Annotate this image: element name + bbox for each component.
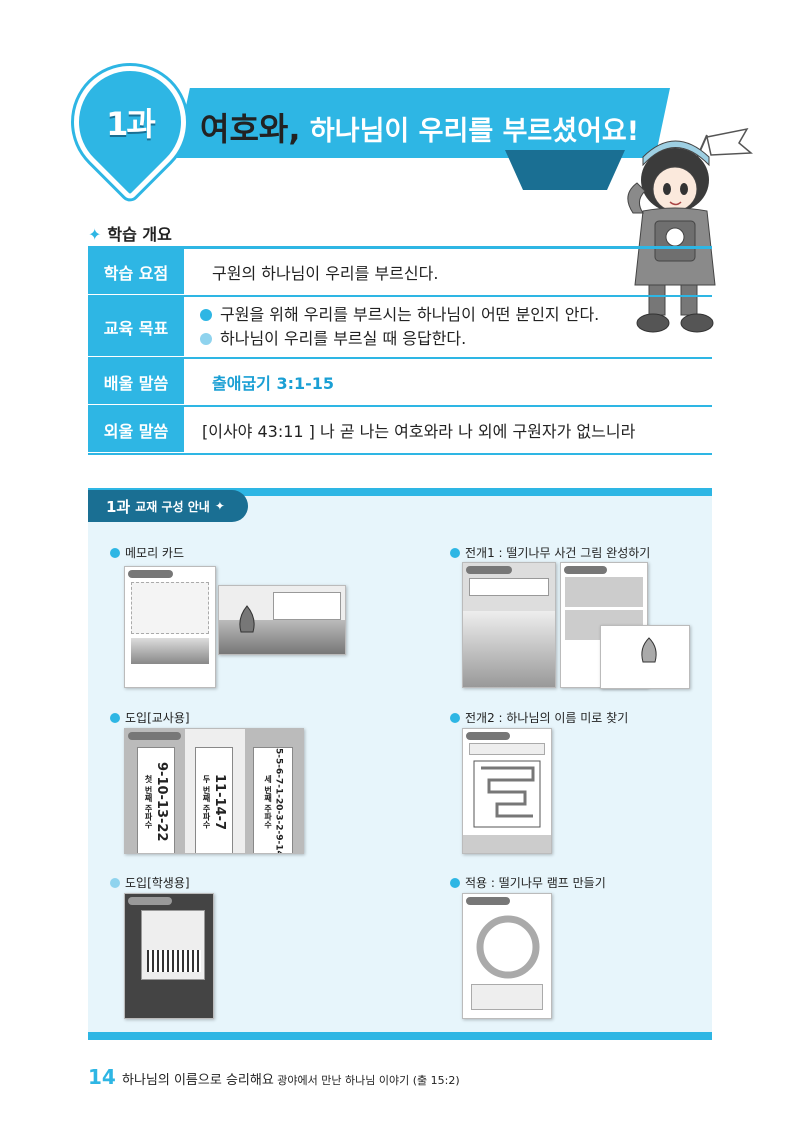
- overview-row: 배울 말씀 출애굽기 3:1-15: [88, 359, 712, 407]
- lesson-title-emphasis: 여호와,: [200, 110, 301, 148]
- bullet-icon: [110, 548, 120, 558]
- strip-caption: 두 번째 주파수: [202, 775, 211, 829]
- materials-tab-sub: 교재 구성 안내: [135, 499, 210, 514]
- overview-table: 학습 요점 구원의 하나님이 우리를 부르신다. 교육 목표 구원을 위해 우리…: [88, 246, 712, 455]
- bullet-icon: [110, 713, 120, 723]
- strip-caption: 세 번째 주파수: [263, 775, 273, 829]
- material-label: 도입[학생용]: [110, 874, 190, 891]
- frequency-strip: 첫 번째 주파수 9-10-13-22: [137, 747, 175, 853]
- row-label: 교육 목표: [88, 297, 184, 357]
- memory-card-thumbnail: [124, 566, 216, 688]
- overview-row: 교육 목표 구원을 위해 우리를 부르시는 하나님이 어떤 분인지 안다. 하나…: [88, 297, 712, 359]
- row-value: [이사야 43:11 ] 나 곧 나는 여호와라 나 외에 구원자가 없느니라: [202, 422, 636, 441]
- title-banner-ribbon: [505, 150, 625, 190]
- material-label-text: 적용 : 떨기나무 램프 만들기: [465, 876, 606, 890]
- overview-row: 학습 요점 구원의 하나님이 우리를 부르신다.: [88, 249, 712, 297]
- frequency-strip: 두 번째 주파수 11-14-7: [195, 747, 233, 853]
- bullet-item: 구원을 위해 우리를 부르시는 하나님이 어떤 분인지 안다.: [200, 303, 712, 327]
- material-label-text: 도입[학생용]: [125, 876, 190, 890]
- bullet-icon: [450, 878, 460, 888]
- maze-sheet-thumbnail: [462, 728, 552, 854]
- material-label-text: 전개2 : 하나님의 이름 미로 찾기: [465, 711, 629, 725]
- lesson-number: 1과: [106, 105, 154, 143]
- bullet-icon: [200, 309, 212, 321]
- bullet-icon: [200, 333, 212, 345]
- material-label: 적용 : 떨기나무 램프 만들기: [450, 874, 606, 891]
- material-label-text: 전개1 : 떨기나무 사건 그림 완성하기: [465, 546, 651, 560]
- row-label: 배울 말씀: [88, 359, 184, 405]
- lamp-craft-thumbnail: [462, 893, 552, 1019]
- row-label: 학습 요점: [88, 249, 184, 295]
- lesson-number-badge: 1과: [50, 42, 210, 202]
- maze-icon: [473, 760, 541, 828]
- book-title: 하나님의 이름으로 승리해요: [122, 1073, 274, 1088]
- materials-tab: 1과 교재 구성 안내 ✦: [88, 490, 248, 522]
- footer-book-title: 하나님의 이름으로 승리해요 광야에서 만난 하나님 이야기 (출 15:2): [122, 1069, 460, 1088]
- row-label: 외울 말씀: [88, 407, 184, 453]
- bullet-icon: [110, 878, 120, 888]
- material-label-text: 도입[교사용]: [125, 711, 190, 725]
- frequency-strip: 세 번째 주파수 5-5-6-7-1-20-3-2-9-14: [253, 747, 293, 854]
- bullet-icon: [450, 548, 460, 558]
- strip-caption: 첫 번째 주파수: [144, 775, 153, 829]
- bullet-text: 구원을 위해 우리를 부르시는 하나님이 어떤 분인지 안다.: [220, 305, 600, 324]
- row-value: 출애굽기 3:1-15: [212, 374, 335, 393]
- burning-bush-icon: [239, 605, 255, 633]
- materials-tab-main: 1과: [106, 497, 131, 516]
- memory-card-thumbnail: [218, 585, 346, 655]
- bullet-text: 하나님이 우리를 부르실 때 응답한다.: [220, 329, 467, 348]
- material-label: 전개2 : 하나님의 이름 미로 찾기: [450, 709, 628, 726]
- lesson-title: 여호와, 하나님이 우리를 부르셨어요!: [200, 104, 639, 150]
- bullet-icon: [450, 713, 460, 723]
- lamp-ring-icon: [476, 915, 540, 979]
- strip-code: 11-14-7: [212, 773, 227, 831]
- intro-student-thumbnail: [124, 893, 214, 1019]
- material-label: 도입[교사용]: [110, 709, 190, 726]
- material-label: 전개1 : 떨기나무 사건 그림 완성하기: [450, 544, 650, 561]
- overview-heading: ✦ 학습 개요: [88, 221, 172, 245]
- sparkle-icon: ✦: [214, 499, 225, 513]
- page-number: 14: [88, 1065, 116, 1089]
- overview-row: 외울 말씀 [이사야 43:11 ] 나 곧 나는 여호와라 나 외에 구원자가…: [88, 407, 712, 455]
- material-label: 메모리 카드: [110, 544, 184, 561]
- lesson-title-rest: 하나님이 우리를 부르셨어요!: [300, 116, 640, 147]
- strip-code: 9-10-13-22: [154, 762, 169, 842]
- row-value: 구원을 위해 우리를 부르시는 하나님이 어떤 분인지 안다. 하나님이 우리를…: [184, 297, 712, 357]
- sparkle-icon: ✦: [88, 225, 102, 244]
- row-value: 구원의 하나님이 우리를 부르신다.: [212, 264, 439, 283]
- strip-code: 5-5-6-7-1-20-3-2-9-14: [273, 747, 284, 854]
- bullet-item: 하나님이 우리를 부르실 때 응답한다.: [200, 327, 712, 351]
- overview-heading-text: 학습 개요: [107, 225, 172, 244]
- activity-sheet-thumbnail: [600, 625, 690, 689]
- book-subtitle: 광야에서 만난 하나님 이야기 (출 15:2): [273, 1074, 460, 1087]
- title-banner: [175, 88, 670, 158]
- material-label-text: 메모리 카드: [125, 546, 185, 560]
- activity-sheet-thumbnail: [462, 562, 556, 688]
- intro-teacher-thumbnail: 첫 번째 주파수 9-10-13-22 두 번째 주파수 11-14-7 세 번…: [124, 728, 304, 854]
- burning-bush-icon: [641, 637, 657, 663]
